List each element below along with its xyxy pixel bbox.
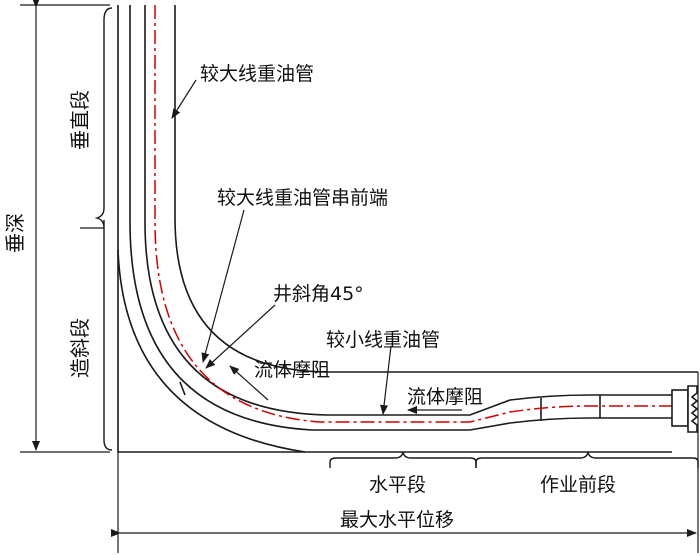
label-fluid-friction-1: 流体摩阻: [254, 359, 330, 381]
section-braces: [329, 451, 699, 468]
bha-body: [671, 389, 689, 427]
bha-cutter: [687, 385, 699, 433]
label-vertical-section: 垂直段: [68, 90, 92, 150]
leader-inclination: [205, 304, 276, 369]
leaders: [171, 79, 462, 415]
bottom-hole-assembly: [671, 385, 699, 433]
label-max-displacement: 最大水平位移: [340, 509, 454, 531]
label-horizontal-section: 水平段: [369, 474, 426, 496]
tubing-joint-1: [179, 381, 186, 396]
hole-build-curve: [117, 249, 306, 453]
tubing-right-wall: [144, 5, 672, 416]
label-larger-tubing-front: 较大线重油管串前端: [217, 187, 388, 209]
label-smaller-tubing: 较小线重油管: [326, 329, 440, 351]
tubing-string: [117, 5, 672, 453]
leader-smaller-tubing: [380, 345, 392, 415]
build-section-brace: [103, 228, 113, 451]
vertical-section-brace: [94, 7, 113, 229]
wellbore-inner-wall: [174, 5, 698, 373]
label-build-section: 造斜段: [68, 318, 92, 378]
label-larger-tubing: 较大线重油管: [200, 63, 314, 85]
leader-larger-tubing: [171, 79, 197, 119]
label-fluid-friction-2: 流体摩阻: [407, 386, 483, 408]
arrow-fluid-friction-1: [229, 365, 269, 401]
label-tvd: 垂深: [3, 213, 27, 253]
leader-larger-tubing-front: [201, 209, 245, 363]
label-inclination: 井斜角45°: [273, 283, 364, 305]
tubing-left-wall: [129, 5, 672, 431]
max-displacement-dimension: [111, 372, 699, 553]
label-operation-front: 作业前段: [540, 474, 616, 496]
tvd-dimension: [20, 0, 110, 453]
